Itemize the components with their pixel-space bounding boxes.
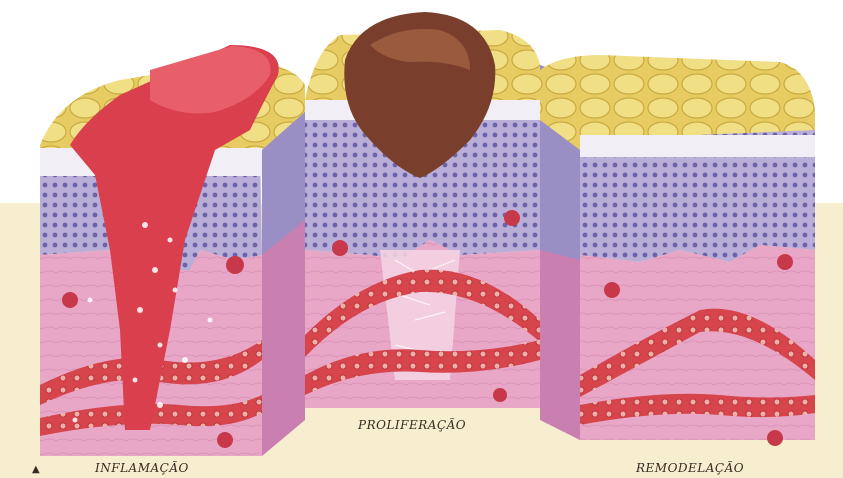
block-proliferation <box>305 12 540 408</box>
block-remodeling <box>540 55 815 446</box>
label-remodeling: REMODELAÇÃO <box>636 461 744 475</box>
label-proliferation: PROLIFERAÇÃO <box>358 418 466 432</box>
corner-mark: ▲ <box>32 464 40 475</box>
label-inflammation: INFLAMAÇÃO <box>95 461 189 475</box>
stratum-corneum-3 <box>580 135 815 157</box>
block-inflammation <box>40 45 305 456</box>
